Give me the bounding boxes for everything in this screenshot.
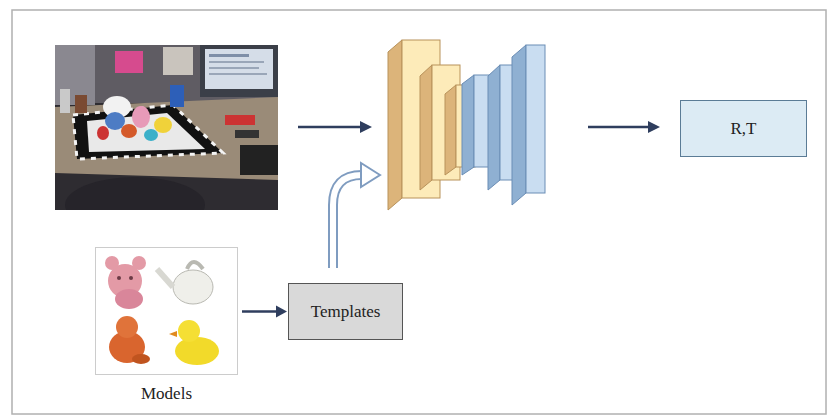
arrow-head xyxy=(276,306,287,318)
scene-photo-part xyxy=(209,67,259,69)
scene-photo-part xyxy=(73,105,223,159)
template-feed-arrow xyxy=(333,163,380,269)
flow-arrow-part xyxy=(648,121,660,133)
scene-photo-part xyxy=(209,73,267,75)
scene-photo-part xyxy=(97,126,109,140)
network-layers-part xyxy=(512,45,526,205)
scene-photo-part xyxy=(73,105,223,159)
models-picture-part xyxy=(187,262,203,269)
scene-photo-part xyxy=(200,45,278,97)
scene-photo-part xyxy=(75,95,87,113)
scene-photo-part xyxy=(121,124,137,138)
outer-frame xyxy=(12,10,826,414)
models-picture-part xyxy=(115,289,143,309)
templates-box: Templates xyxy=(288,283,403,340)
models-picture-part xyxy=(173,270,213,304)
network-layers-part xyxy=(420,65,432,190)
flow-connector xyxy=(242,306,287,318)
scene-photo-part xyxy=(205,49,273,89)
models-picture-part xyxy=(129,276,133,280)
flow-arrow-part xyxy=(298,126,362,129)
network-layers-part xyxy=(462,75,474,175)
network-layers xyxy=(388,40,545,210)
output-box: R,T xyxy=(680,100,807,157)
models-picture-part xyxy=(169,331,177,337)
scene-photo-part xyxy=(225,115,255,125)
scene-photo-part xyxy=(170,85,184,107)
flow-arrow-part xyxy=(360,121,372,133)
models-picture-part xyxy=(116,316,138,338)
models-picture-part xyxy=(157,269,173,287)
scene-photo-part xyxy=(144,129,158,141)
models-picture-part xyxy=(105,256,119,270)
network-layers-part xyxy=(526,45,545,193)
scene-photo-part xyxy=(240,145,278,175)
scene-photo-part xyxy=(115,51,143,73)
network-layers-part xyxy=(445,85,456,175)
scene-photo-part xyxy=(209,54,249,57)
scene-photo-part xyxy=(65,177,205,210)
template-feed-arrow-part xyxy=(333,175,362,268)
scene-photo-part xyxy=(60,89,70,113)
node-label: R,T xyxy=(731,119,757,139)
scene-photo xyxy=(55,45,278,210)
models-picture-part xyxy=(175,337,219,365)
models-picture-part xyxy=(178,320,200,342)
network-layers-part xyxy=(488,65,500,190)
scene-photo-part xyxy=(163,47,193,75)
flow-arrow xyxy=(588,121,660,133)
template-feed-arrow-part xyxy=(361,163,380,187)
network-layers-part xyxy=(388,40,402,210)
models-picture-part xyxy=(132,256,146,270)
scene-photo-part xyxy=(132,106,150,128)
template-feed-arrow-part xyxy=(333,175,362,269)
models-panel: Models xyxy=(95,247,238,407)
models-picture-part xyxy=(117,276,121,280)
flow-arrow xyxy=(298,121,372,133)
connector-line xyxy=(242,310,278,313)
flow-arrow-part xyxy=(588,126,650,129)
models-picture-part xyxy=(96,248,238,375)
node-label: Templates xyxy=(311,302,381,322)
scene-photo-part xyxy=(154,117,172,133)
node-label: Models xyxy=(141,384,192,404)
scene-photo-part xyxy=(105,112,125,130)
scene-photo-part xyxy=(55,97,278,180)
models-picture-part xyxy=(132,354,150,364)
scene-photo-part xyxy=(209,61,264,63)
models-picture xyxy=(96,248,238,375)
scene-photo-part xyxy=(235,130,259,138)
